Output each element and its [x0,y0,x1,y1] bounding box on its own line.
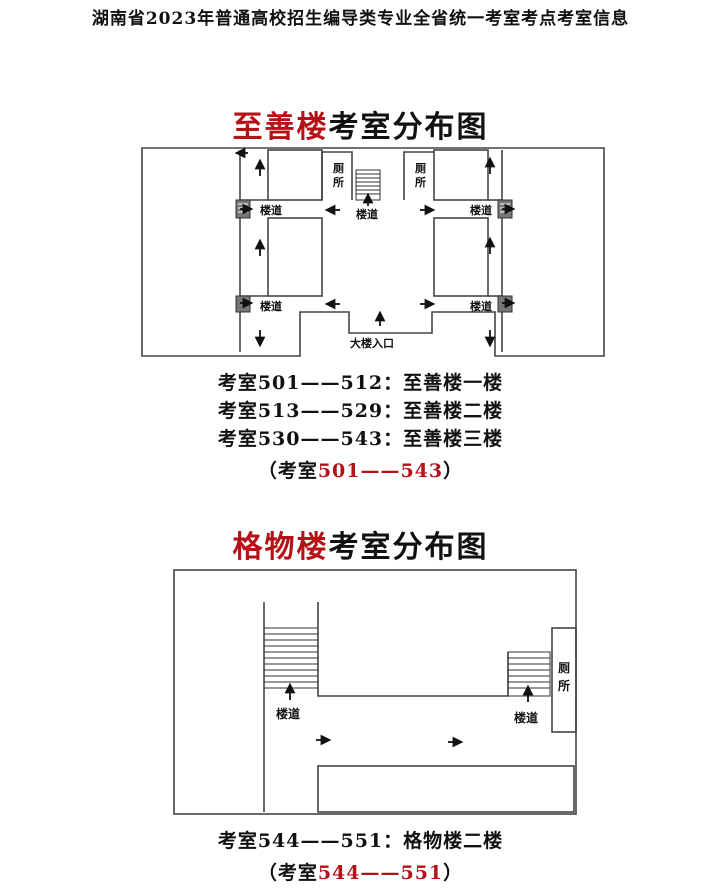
toilet-right-label-2: 所 [415,175,426,189]
stair-lower-left-label: 楼道 [260,299,282,313]
toilet-right-label-1: 厕 [415,162,426,175]
section-title-zhishan: 至善楼考室分布图 [0,102,721,146]
stair-upper-right-label: 楼道 [470,203,492,217]
direction-arrows [234,147,516,348]
toilet-left-label-1: 厕 [333,162,344,175]
stair-center-graphic [355,169,381,201]
stair-lower-right-label: 楼道 [470,299,492,313]
page-title: 湖南省2023年普通高校招生编导类专业全省统一考室考点考室信息 [91,9,630,29]
toilet-label-2: 所 [558,678,570,693]
section-title-gewu: 格物楼考室分布图 [0,522,721,566]
room-summary-gewu: （考室544——551） [0,858,721,885]
title-suffix: 考室分布图 [328,110,489,145]
summary-close: ） [443,862,464,884]
room-range-line: 考室501——512：至善楼一楼 [217,372,504,394]
stair-left-label: 楼道 [276,706,300,721]
room-summary-zhishan: （考室501——543） [0,456,721,483]
stair-right-label: 楼道 [514,710,538,725]
floor-map-zhishan: 厕 所 厕 所 楼道 楼道 楼道 楼道 楼道 大楼入口 [140,146,606,360]
summary-open: （考室 [257,862,318,884]
toilet-left-label-2: 所 [333,175,344,189]
stair-upper-left-label: 楼道 [260,203,282,217]
building-name: 格物楼 [232,530,329,565]
toilet-label-1: 厕 [558,660,570,675]
floor-map-gewu: 厕 所 楼道 楼道 [172,568,578,816]
room-range-line: 考室530——543：至善楼三楼 [217,428,504,450]
room-range-line: 考室544——551：格物楼二楼 [217,830,504,852]
summary-range: 501——543 [317,460,444,482]
entrance-label: 大楼入口 [350,336,394,350]
summary-range: 544——551 [317,862,444,884]
room-range-line: 考室513——529：至善楼二楼 [217,400,504,422]
summary-close: ） [443,460,464,482]
stair-center-label: 楼道 [356,207,378,221]
summary-open: （考室 [257,460,318,482]
title-suffix: 考室分布图 [328,530,489,565]
direction-arrows [284,682,534,748]
building-name: 至善楼 [232,110,329,145]
